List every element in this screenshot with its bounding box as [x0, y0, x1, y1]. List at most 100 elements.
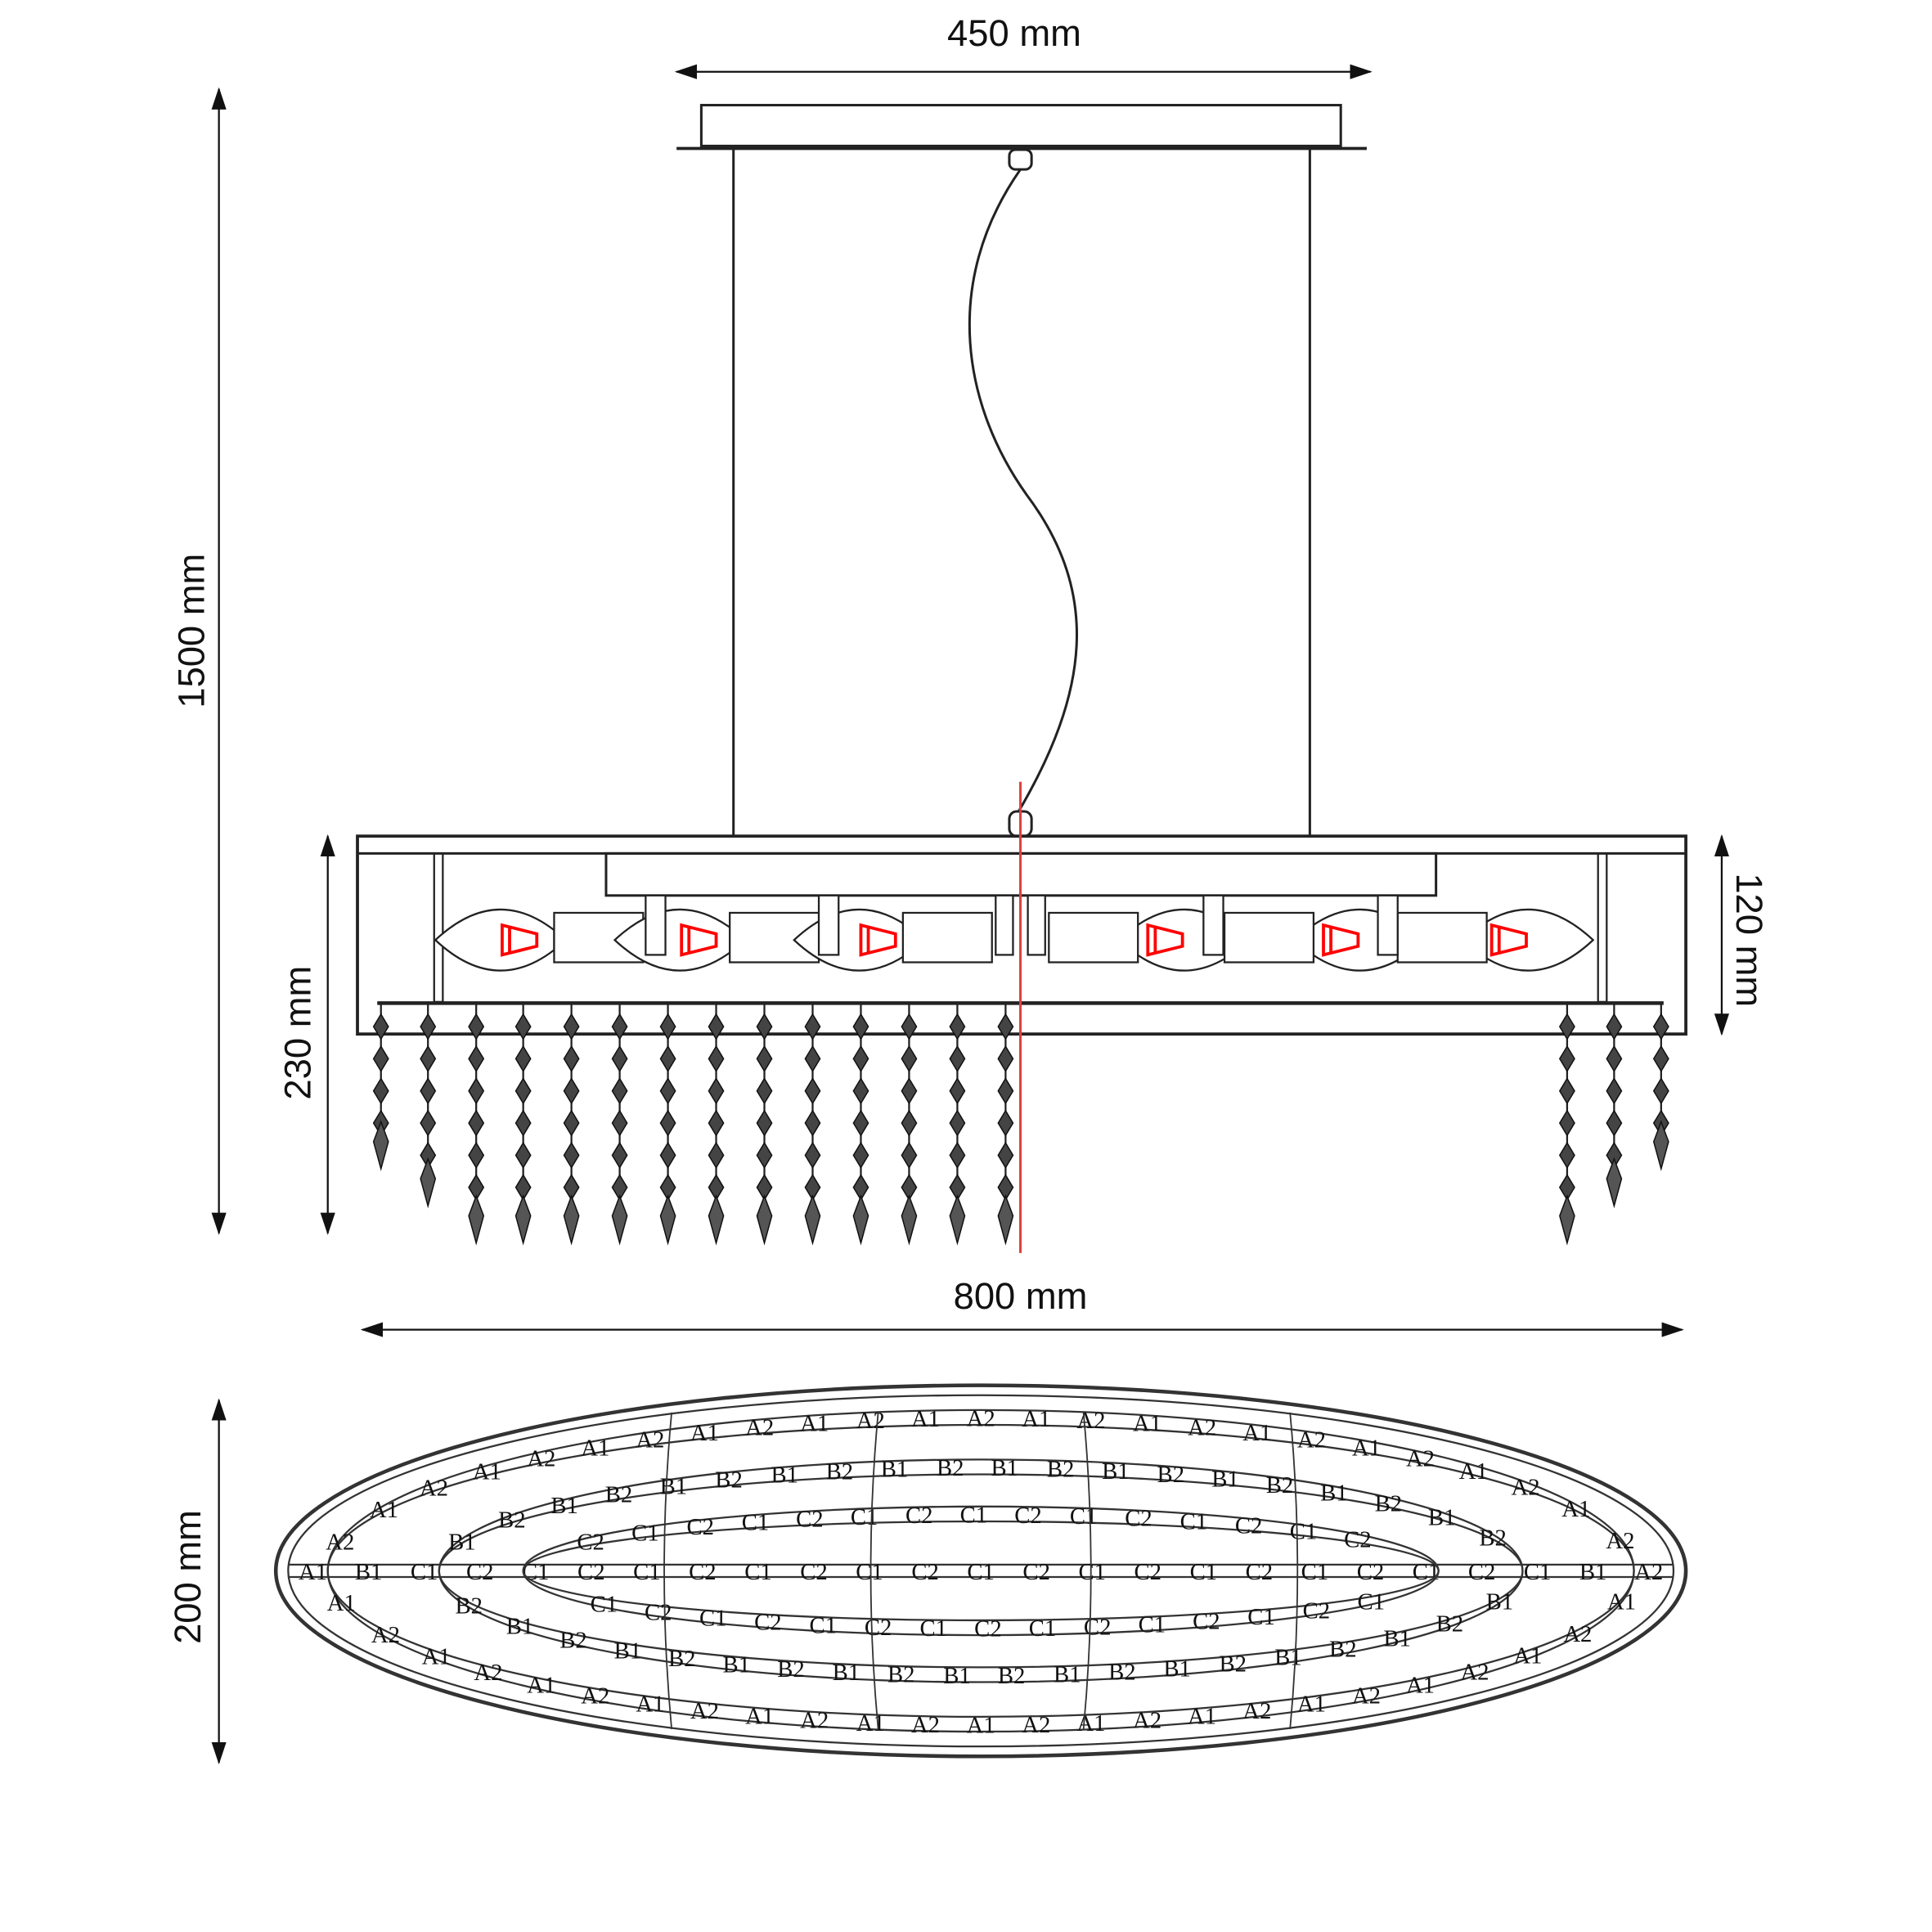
- bead-label: C2: [800, 1559, 828, 1585]
- connector-wire: [869, 1412, 879, 1730]
- bead-label: A1: [1459, 1458, 1488, 1485]
- outer-frame-inner-ellipse: [287, 1394, 1675, 1748]
- bead-label: A2: [636, 1427, 664, 1453]
- bead-label: A1: [636, 1692, 664, 1718]
- bead-label: C2: [689, 1559, 717, 1585]
- bead-label: B2: [1479, 1525, 1507, 1552]
- bead-label: C1: [699, 1605, 727, 1631]
- bead-label: C2: [865, 1615, 892, 1641]
- crystal-strand: [468, 1004, 485, 1246]
- crystal-strand: [949, 1004, 966, 1246]
- bead-label: C2: [1235, 1513, 1263, 1539]
- bead-label: A2: [856, 1408, 885, 1434]
- bead-label: B2: [455, 1593, 483, 1620]
- bead-label: A1: [1133, 1411, 1161, 1437]
- bead-label: C2: [1022, 1559, 1050, 1585]
- bead-label: C2: [754, 1610, 782, 1636]
- bead-label: A1: [800, 1411, 829, 1437]
- bead-label: C1: [1190, 1559, 1218, 1585]
- bead-label: A2: [1460, 1660, 1489, 1686]
- crystal-pendant: [563, 1194, 580, 1246]
- crystal-pendant: [901, 1194, 918, 1246]
- bead-label: A1: [527, 1673, 555, 1699]
- frame-post-right: [1597, 852, 1608, 1003]
- bead-label: C2: [645, 1599, 672, 1625]
- bead-label: A2: [581, 1683, 609, 1709]
- crystal-strand: [901, 1004, 918, 1246]
- canopy-width-label: 450 mm: [947, 12, 1081, 54]
- bulb-bracket: [645, 894, 667, 956]
- crystal-strand: [756, 1004, 773, 1246]
- crystal-strand: [804, 1004, 821, 1246]
- bead-label: C2: [577, 1530, 604, 1556]
- bead-label: A1: [370, 1497, 398, 1523]
- bulb-filament-icon: [680, 923, 718, 957]
- bulb-filament-icon: [1322, 923, 1360, 957]
- bead-label: A1: [1513, 1642, 1542, 1669]
- bead-label: C1: [1029, 1615, 1057, 1642]
- bead-label: B1: [833, 1660, 860, 1686]
- bead-label: A2: [911, 1712, 940, 1738]
- bead-label: C1: [591, 1591, 618, 1617]
- bead-label: A1: [299, 1559, 327, 1585]
- frame-post-left: [433, 852, 444, 1003]
- bead-label: C1: [1357, 1588, 1385, 1615]
- bead-label: B1: [1320, 1480, 1348, 1507]
- outer-ring-a: A1A2A1A2A1A2A1A2A1A2A1A2A1A2A1A2A1A2A1A2…: [326, 1406, 1636, 1739]
- total-height-label: 1500 mm: [171, 554, 213, 708]
- bead-label: A1: [1297, 1692, 1326, 1718]
- crystal-strand: [1606, 1004, 1623, 1209]
- bulb-bracket: [817, 894, 840, 956]
- bead-label: A2: [371, 1622, 400, 1648]
- bead-label: B2: [1436, 1611, 1464, 1638]
- crystal-pendant: [997, 1194, 1014, 1246]
- bead-label: C2: [974, 1616, 1002, 1642]
- bead-label: A2: [1022, 1712, 1050, 1738]
- bead-label: A1: [1022, 1406, 1050, 1432]
- crystal-pendant: [708, 1194, 725, 1246]
- bead-label: A2: [690, 1698, 719, 1724]
- crystal-pendant: [420, 1157, 437, 1209]
- bead-label: C1: [1290, 1519, 1318, 1545]
- power-cable: [968, 168, 1078, 814]
- bead-label: B2: [1375, 1490, 1403, 1516]
- outer-frame-ellipse: [273, 1383, 1688, 1759]
- bulb-bracket: [1202, 894, 1224, 956]
- body-depth-label: 200 mm: [167, 1510, 209, 1644]
- connector-wire: [663, 1412, 673, 1730]
- bead-label: C2: [905, 1503, 933, 1529]
- bead-label: A2: [1606, 1528, 1634, 1554]
- ceiling-canopy: [699, 104, 1342, 147]
- bead-label: B2: [559, 1628, 587, 1654]
- bead-label: B1: [448, 1529, 476, 1555]
- crystal-pendant: [468, 1194, 485, 1246]
- bulb-filament-icon: [1489, 923, 1528, 957]
- bead-label: A2: [967, 1406, 995, 1432]
- bead-label: B2: [1047, 1456, 1075, 1482]
- crystal-strand: [1652, 1004, 1669, 1171]
- crystal-pendant: [372, 1120, 389, 1171]
- bead-label: A2: [1352, 1683, 1381, 1709]
- bead-label: A2: [326, 1530, 354, 1556]
- bead-label: C1: [810, 1612, 838, 1638]
- bead-label: A2: [527, 1445, 555, 1471]
- bead-label: C1: [919, 1615, 947, 1642]
- bead-label: A1: [911, 1406, 940, 1432]
- bead-label: B1: [1054, 1661, 1081, 1687]
- bead-label: A2: [745, 1415, 774, 1441]
- bead-label: A1: [967, 1713, 995, 1739]
- bead-label: A1: [1607, 1588, 1636, 1615]
- bead-label: C1: [967, 1559, 995, 1585]
- bead-label: A1: [1188, 1703, 1216, 1729]
- bead-label: B2: [498, 1507, 526, 1533]
- bead-label: C2: [1344, 1527, 1372, 1553]
- cable-hook-top: [1008, 148, 1033, 171]
- bulb-filament-icon: [501, 923, 539, 957]
- bead-label: B1: [550, 1493, 578, 1519]
- body-height-label: 120 mm: [1728, 873, 1770, 1007]
- bead-label: B2: [887, 1662, 915, 1688]
- bead-label: A1: [1561, 1496, 1590, 1522]
